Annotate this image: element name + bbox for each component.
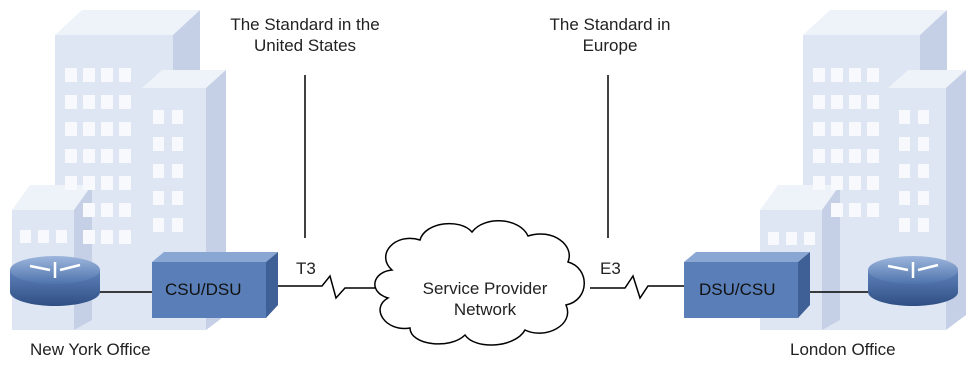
cloud-label: Service Provider Network [395, 278, 575, 320]
dsu-csu-device [684, 252, 810, 318]
router-icon [10, 256, 100, 306]
cloud-label-line2: Network [453, 300, 517, 319]
eu-standard-line1: The Standard in [549, 15, 671, 34]
us-standard-line2: United States [253, 36, 357, 55]
dsu-csu-label: DSU/CSU [699, 280, 776, 299]
csu-dsu-label: CSU/DSU [165, 280, 242, 299]
us-standard-label: The Standard in the United States [205, 14, 405, 56]
cloud-label-line1: Service Provider [422, 279, 548, 298]
eu-standard-line2: Europe [582, 36, 638, 55]
e3-label: E3 [600, 259, 621, 278]
us-standard-line1: The Standard in the [230, 15, 380, 34]
london-office-label: London Office [790, 340, 896, 359]
e3-serial-link [590, 274, 690, 300]
t3-label: T3 [296, 259, 316, 278]
eu-standard-label: The Standard in Europe [520, 14, 700, 56]
cloud-icon [374, 219, 585, 346]
new-york-office-label: New York Office [30, 340, 151, 359]
t3-serial-link [278, 274, 380, 300]
router-icon [868, 256, 958, 306]
csu-dsu-device [152, 252, 278, 318]
